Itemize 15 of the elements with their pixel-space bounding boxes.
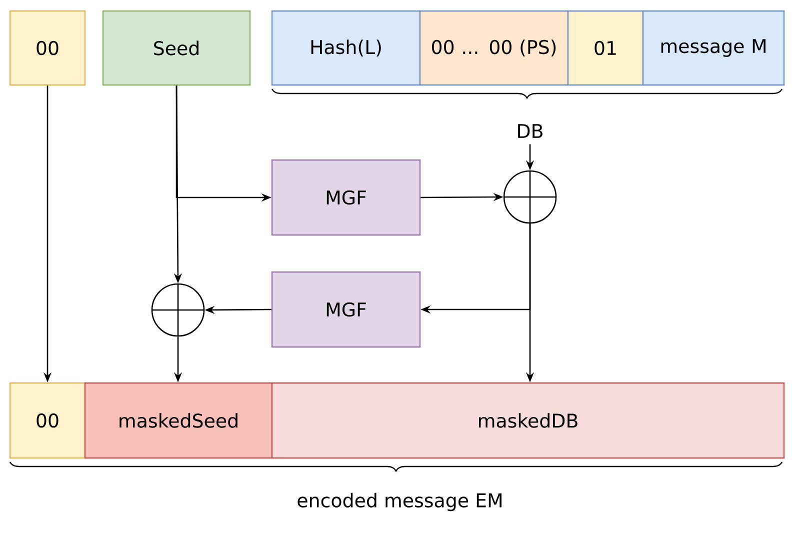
function-box: MGF (271, 271, 421, 348)
field-box: 00 (9, 382, 86, 459)
field-box: maskedSeed (84, 382, 273, 459)
field-box: maskedDB (271, 382, 785, 459)
field-box: 00 (9, 10, 86, 86)
xor-circle (151, 283, 205, 337)
brace-label: encoded message EM (298, 492, 502, 512)
brace-label: DB (518, 124, 542, 138)
field-box: 01 (567, 10, 644, 86)
function-box: MGF (271, 159, 421, 236)
xor-circle (503, 170, 557, 224)
field-box: message M (642, 10, 785, 86)
field-box: 00 ... 00 (PS) (419, 10, 569, 86)
field-box: Hash(L) (271, 10, 421, 86)
field-box: Seed (102, 10, 251, 86)
